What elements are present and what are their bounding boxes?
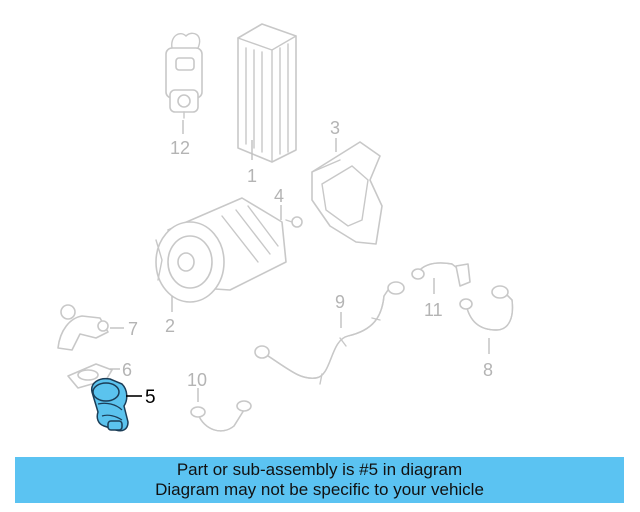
callout-1: 1 xyxy=(247,166,257,186)
part-5-highlighted-valve xyxy=(91,377,129,432)
part-10-hose xyxy=(190,400,252,432)
part-12-valve xyxy=(165,32,203,119)
callout-7: 7 xyxy=(128,319,138,339)
parts-diagram: 12 1 3 4 2 xyxy=(57,23,514,432)
part-11-connector xyxy=(411,262,471,287)
callout-9: 9 xyxy=(335,292,345,312)
callout-12: 12 xyxy=(170,138,190,158)
callout-6: 6 xyxy=(122,360,132,380)
part-6-gasket xyxy=(67,363,113,389)
banner-line-1: Part or sub-assembly is #5 in diagram xyxy=(176,460,463,479)
part-2-air-pump xyxy=(155,197,287,303)
part-1-canister xyxy=(237,23,297,163)
part-4-bolt xyxy=(285,216,303,228)
callout-5: 5 xyxy=(145,387,156,408)
callout-2: 2 xyxy=(165,316,175,336)
part-3-bracket xyxy=(311,141,383,245)
banner-line-2: Diagram may not be specific to your vehi… xyxy=(155,480,484,499)
callout-3: 3 xyxy=(330,118,340,138)
callout-4: 4 xyxy=(274,186,284,206)
callout-8: 8 xyxy=(483,360,493,380)
callout-10: 10 xyxy=(187,370,207,390)
part-8-hose xyxy=(459,285,514,331)
callout-11: 11 xyxy=(424,300,443,320)
part-7-pipe xyxy=(57,304,109,351)
part-9-hose xyxy=(254,281,405,385)
info-banner: Part or sub-assembly is #5 in diagram Di… xyxy=(15,457,624,503)
